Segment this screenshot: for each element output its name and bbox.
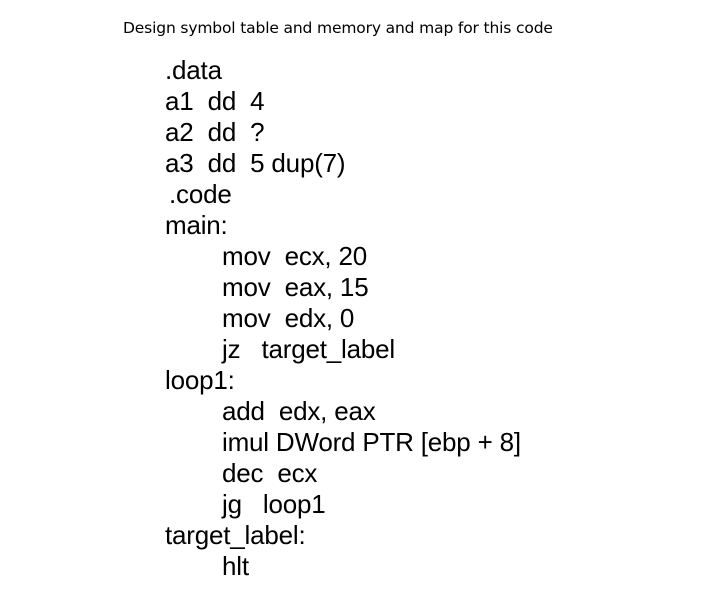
code-listing: .data a1 dd 4 a2 dd ? a3 dd 5 dup(7) .co… [165, 55, 695, 582]
code-line: a1 dd 4 [165, 86, 265, 116]
code-line: mov eax, 15 [222, 272, 369, 302]
code-line: a2 dd ? [165, 117, 265, 147]
code-line: .data [165, 55, 222, 85]
code-line: mov ecx, 20 [222, 241, 367, 271]
code-line: dec ecx [222, 458, 318, 488]
code-line: jg loop1 [222, 489, 326, 519]
code-line: imul DWord PTR [ebp + 8] [222, 427, 521, 457]
code-line: hlt [222, 551, 249, 581]
code-line: loop1: [165, 365, 235, 395]
code-line: add edx, eax [222, 396, 376, 426]
code-line: a3 dd 5 dup(7) [165, 148, 346, 178]
code-line: .code [169, 179, 232, 209]
code-line: mov edx, 0 [222, 303, 355, 333]
page-title: Design symbol table and memory and map f… [123, 19, 553, 37]
code-line: target_label: [165, 520, 306, 550]
code-line: jz target_label [222, 334, 395, 364]
code-line: main: [165, 210, 228, 240]
